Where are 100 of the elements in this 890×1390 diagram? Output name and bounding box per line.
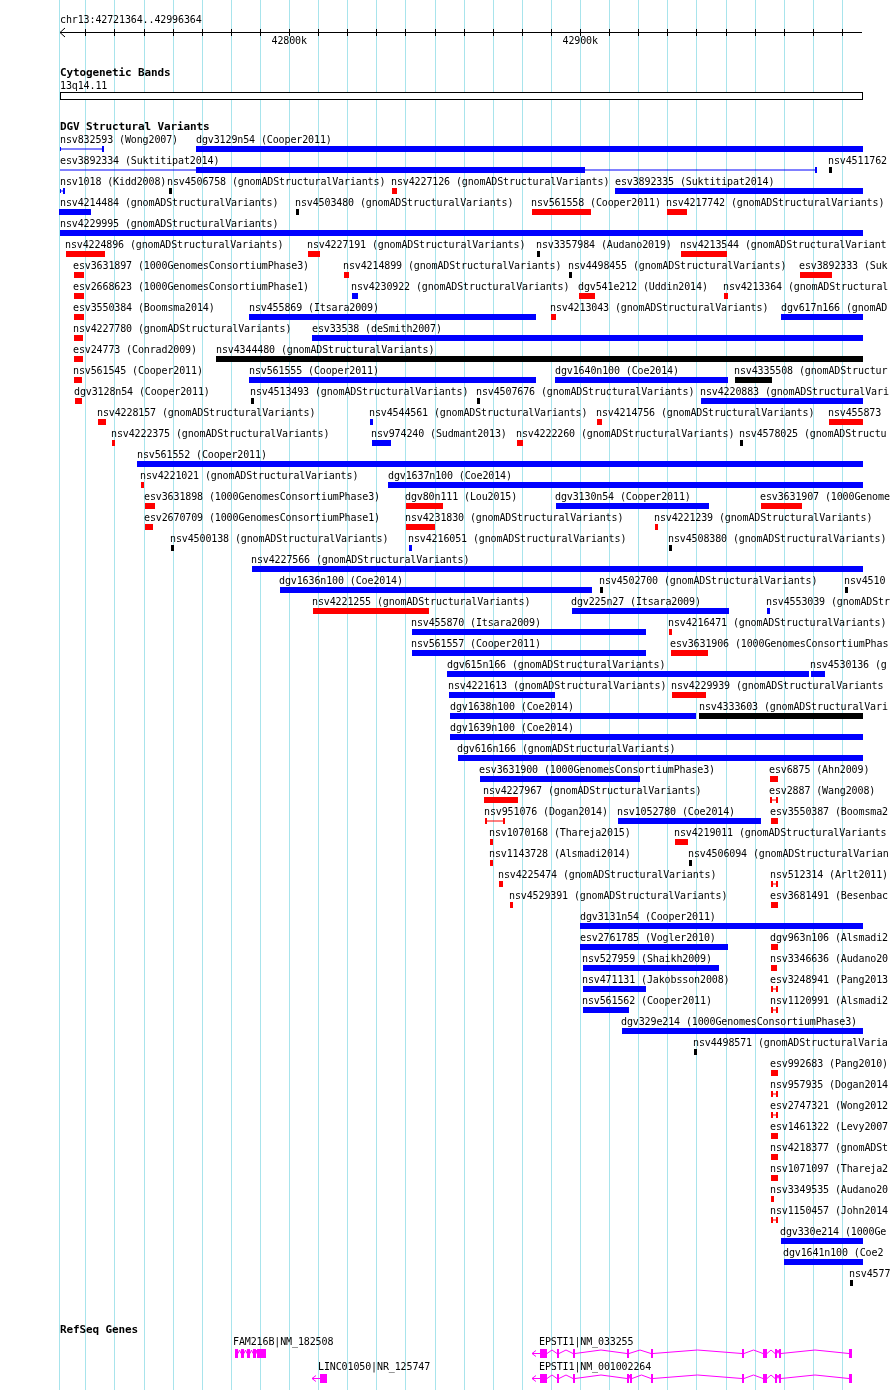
variant-label: nsv1070168 (Thareja2015): [489, 827, 631, 839]
variant-label: dgv80n111 (Lou2015): [405, 491, 518, 503]
variant-label: nsv4503480 (gnomADStructuralVariants): [295, 197, 514, 209]
variant-label: dgv1641n100 (Coe2: [783, 1247, 884, 1259]
variant-label: nsv4222260 (gnomADStructuralVariants): [516, 428, 735, 440]
variant-label: dgv330e214 (1000Ge: [780, 1226, 887, 1238]
variant-label: nsv4221021 (gnomADStructuralVariants): [140, 470, 359, 482]
variant-label: nsv1071097 (Thareja2: [770, 1163, 888, 1175]
gene-label: EPSTI1|NM_033255: [539, 1336, 634, 1348]
variant-label: esv3631897 (1000GenomesConsortiumPhase3): [73, 260, 310, 272]
variant-label: nsv4216471 (gnomADStructuralVariants): [668, 617, 887, 629]
variant-label: nsv4498571 (gnomADStructuralVaria: [693, 1037, 888, 1049]
variant-label: dgv963n106 (Alsmadi2: [770, 932, 888, 944]
variant-label: esv3550387 (Boomsma2: [770, 806, 888, 818]
variant-label: esv33538 (deSmith2007): [312, 323, 442, 335]
variant-label: nsv4214899 (gnomADStructuralVariants): [343, 260, 562, 272]
variant-label: esv6875 (Ahn2009): [769, 764, 870, 776]
variant-label: nsv561552 (Cooper2011): [137, 449, 267, 461]
variant-label: nsv4502700 (gnomADStructuralVariants): [599, 575, 818, 587]
gene-label: FAM216B|NM_182508: [233, 1336, 334, 1348]
variant-label: nsv4221239 (gnomADStructuralVariants): [654, 512, 873, 524]
variant-label: dgv615n166 (gnomADStructuralVariants): [447, 659, 666, 671]
variant-label: dgv3130n54 (Cooper2011): [555, 491, 691, 503]
variant-label: dgv616n166 (gnomADStructuralVariants): [457, 743, 676, 755]
variant-label: nsv4227126 (gnomADStructuralVariants): [391, 176, 610, 188]
variant-label: nsv4229939 (gnomADStructuralVariants: [671, 680, 884, 692]
variant-label: esv3550384 (Boomsma2014): [73, 302, 215, 314]
variant-label: nsv4344480 (gnomADStructuralVariants): [216, 344, 435, 356]
variant-label: nsv471131 (Jakobsson2008): [582, 974, 730, 986]
variant-label: esv992683 (Pang2010): [770, 1058, 888, 1070]
variant-label: nsv4216051 (gnomADStructuralVariants): [408, 533, 627, 545]
band-label: 13q14.11: [60, 80, 108, 92]
variant-label: nsv512314 (Arlt2011): [770, 869, 888, 881]
variant-label: nsv4227780 (gnomADStructuralVariants): [73, 323, 292, 335]
variant-label: nsv974240 (Sudmant2013): [371, 428, 507, 440]
variant-label: nsv4213364 (gnomADStructural: [723, 281, 889, 293]
variant-label: nsv527959 (Shaikh2009): [582, 953, 712, 965]
variant-label: nsv561545 (Cooper2011): [73, 365, 203, 377]
variant-label: esv2887 (Wang2008): [769, 785, 876, 797]
variant-label: nsv957935 (Dogan2014: [770, 1079, 888, 1091]
variant-label: nsv4513493 (gnomADStructuralVariants): [250, 386, 469, 398]
variant-label: nsv561557 (Cooper2011): [411, 638, 541, 650]
variant-label: nsv4220883 (gnomADStructuralVari: [700, 386, 889, 398]
variant-label: esv3631906 (1000GenomesConsortiumPhas: [670, 638, 889, 650]
variant-label: nsv1120991 (Alsmadi2: [770, 995, 888, 1007]
variant-label: esv3631900 (1000GenomesConsortiumPhase3): [479, 764, 716, 776]
variant-label: nsv4227191 (gnomADStructuralVariants): [307, 239, 526, 251]
variant-label: esv3248941 (Pang2013: [770, 974, 888, 986]
variant-label: nsv4221255 (gnomADStructuralVariants): [312, 596, 531, 608]
variant-label: nsv455870 (Itsara2009): [411, 617, 541, 629]
variant-label: nsv4578025 (gnomADStructu: [739, 428, 887, 440]
variant-label: nsv1052780 (Coe2014): [617, 806, 735, 818]
variant-label: esv3892333 (Suk: [799, 260, 888, 272]
variant-label: nsv4333603 (gnomADStructuralVari: [699, 701, 888, 713]
variant-label: nsv561562 (Cooper2011): [582, 995, 712, 1007]
variant-label: dgv1640n100 (Coe2014): [555, 365, 679, 377]
variant-label: dgv329e214 (1000GenomesConsortiumPhase3): [621, 1016, 858, 1028]
tick-label: 42800k: [271, 35, 307, 47]
variant-label: nsv4508380 (gnomADStructuralVariants): [668, 533, 887, 545]
variant-label: dgv617n166 (gnomAD: [781, 302, 888, 314]
variant-label: nsv4214484 (gnomADStructuralVariants): [60, 197, 279, 209]
variant-label: nsv4227967 (gnomADStructuralVariants): [483, 785, 702, 797]
track-title: Cytogenetic Bands: [60, 67, 171, 79]
variant-label: nsv4498455 (gnomADStructuralVariants): [568, 260, 787, 272]
variant-label: nsv4335508 (gnomADStructur: [734, 365, 888, 377]
variant-label: nsv4222375 (gnomADStructuralVariants): [111, 428, 330, 440]
variant-label: nsv561555 (Cooper2011): [249, 365, 379, 377]
variant-label: nsv4227566 (gnomADStructuralVariants): [251, 554, 470, 566]
variant-label: nsv4214756 (gnomADStructuralVariants): [596, 407, 815, 419]
variant-label: nsv4217742 (gnomADStructuralVariants): [666, 197, 885, 209]
variant-label: nsv4219011 (gnomADStructuralVariants: [674, 827, 887, 839]
variant-label: nsv4500138 (gnomADStructuralVariants): [170, 533, 389, 545]
track-title: DGV Structural Variants: [60, 121, 210, 133]
variant-label: nsv4506758 (gnomADStructuralVariants): [167, 176, 386, 188]
variant-label: nsv4553039 (gnomADStr: [766, 596, 890, 608]
variant-label: nsv4506094 (gnomADStructuralVarian: [688, 848, 889, 860]
variant-label: esv2670709 (1000GenomesConsortiumPhase1): [144, 512, 381, 524]
variant-label: nsv3346636 (Audano20: [770, 953, 888, 965]
variant-label: dgv3131n54 (Cooper2011): [580, 911, 716, 923]
variant-label: nsv455873: [828, 407, 882, 419]
variant-label: nsv4228157 (gnomADStructuralVariants): [97, 407, 316, 419]
variant-label: nsv4225474 (gnomADStructuralVariants): [498, 869, 717, 881]
gene-label: EPSTI1|NM_001002264: [539, 1361, 652, 1373]
variant-label: nsv1150457 (John2014: [770, 1205, 888, 1217]
variant-label: esv2761785 (Vogler2010): [580, 932, 716, 944]
variant-label: nsv4510: [844, 575, 886, 587]
tick-label: 42900k: [562, 35, 598, 47]
variant-label: nsv4213043 (gnomADStructuralVariants): [550, 302, 769, 314]
coordinate-label: chr13:42721364..42996364: [60, 14, 202, 26]
variant-label: nsv832593 (Wong2007): [60, 134, 178, 146]
variant-label: nsv1018 (Kidd2008): [60, 176, 167, 188]
variant-label: esv3892335 (Suktitipat2014): [615, 176, 775, 188]
variant-label: nsv4224896 (gnomADStructuralVariants): [65, 239, 284, 251]
variant-label: esv24773 (Conrad2009): [73, 344, 197, 356]
variant-label: nsv4577: [849, 1268, 890, 1280]
variant-label: nsv4221613 (gnomADStructuralVariants): [448, 680, 667, 692]
variant-label: nsv1143728 (Alsmadi2014): [489, 848, 631, 860]
variant-label: dgv225n27 (Itsara2009): [571, 596, 701, 608]
variant-label: esv3631898 (1000GenomesConsortiumPhase3): [144, 491, 381, 503]
variant-label: dgv1638n100 (Coe2014): [450, 701, 574, 713]
